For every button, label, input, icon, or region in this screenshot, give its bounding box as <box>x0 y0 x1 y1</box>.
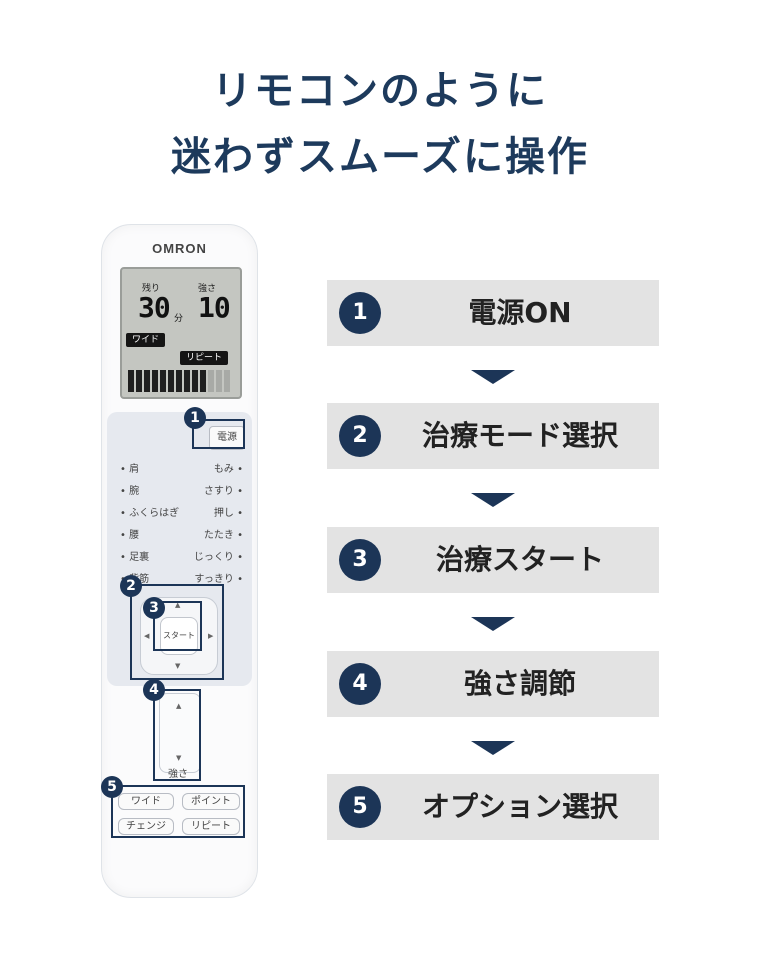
strength-button-label: 強さ <box>168 769 188 780</box>
strength-rocker[interactable]: ▲ ▼ <box>159 693 201 773</box>
strength-up-icon[interactable]: ▲ <box>176 702 182 710</box>
mode-left-2[interactable]: • 腕 <box>120 486 140 497</box>
wide-button[interactable]: ワイド <box>118 793 174 810</box>
step-5: 5 オプション選択 <box>327 774 659 840</box>
step-label: オプション選択 <box>421 790 618 823</box>
level-bar <box>144 370 150 392</box>
down-arrow-icon[interactable]: ▼ <box>175 662 181 670</box>
down-triangle-icon <box>471 617 515 631</box>
strength-down-icon[interactable]: ▼ <box>176 754 182 762</box>
level-bar <box>152 370 158 392</box>
strength-level-meter <box>128 370 234 392</box>
mode-right-label: じっくり <box>193 552 234 563</box>
strength-value: 10 <box>198 291 231 324</box>
mode-right-6[interactable]: すっきり • <box>194 574 243 585</box>
direction-pad[interactable]: ▲ ▼ ◀ ▶ スタート <box>140 597 218 675</box>
remaining-label: 残り <box>142 284 161 294</box>
step-label: 強さ調節 <box>463 667 576 700</box>
level-bar <box>160 370 166 392</box>
mode-right-4[interactable]: たたき • <box>203 530 243 541</box>
brand-logo: OMRON <box>152 241 207 256</box>
mode-right-5[interactable]: じっくり • <box>193 552 243 563</box>
level-bar <box>136 370 142 392</box>
callout-badge-2: 2 <box>120 575 142 597</box>
mode-right-label: すっきり <box>194 574 234 585</box>
step-number-badge: 4 <box>339 663 381 705</box>
mode-left-label: 肩 <box>129 464 140 475</box>
down-triangle-icon <box>471 493 515 507</box>
headline-line-1: リモコンのように <box>212 68 548 114</box>
mode-right-label: 押し <box>213 508 234 519</box>
step-number-badge: 5 <box>339 786 381 828</box>
start-button[interactable]: スタート <box>160 617 198 655</box>
remaining-unit: 分 <box>174 314 184 324</box>
level-bar <box>216 370 222 392</box>
callout-frame-dpad <box>130 584 224 680</box>
down-triangle-icon <box>471 370 515 384</box>
mode-left-3[interactable]: • ふくらはぎ <box>120 508 180 519</box>
callout-frame-start <box>153 601 202 651</box>
level-bar <box>184 370 190 392</box>
step-4: 4 強さ調節 <box>327 651 659 717</box>
callout-badge-4: 4 <box>143 679 165 701</box>
power-button[interactable]: 電源 <box>209 426 245 450</box>
callout-frame-power <box>192 419 245 449</box>
step-2: 2 治療モード選択 <box>327 403 659 469</box>
change-button[interactable]: チェンジ <box>118 818 174 835</box>
level-bar <box>168 370 174 392</box>
step-number-badge: 3 <box>339 539 381 581</box>
repeat-button[interactable]: リピート <box>182 818 240 835</box>
point-button[interactable]: ポイント <box>182 793 240 810</box>
mode-left-label: 足裏 <box>129 552 150 563</box>
level-bar <box>128 370 134 392</box>
level-bar <box>192 370 198 392</box>
level-bar <box>224 370 230 392</box>
step-label: 電源ON <box>468 296 572 329</box>
step-label: 治療モード選択 <box>421 419 618 452</box>
down-triangle-icon <box>471 741 515 755</box>
step-number-badge: 2 <box>339 415 381 457</box>
step-number-badge: 1 <box>339 292 381 334</box>
wide-tag: ワイド <box>126 333 166 347</box>
callout-badge-5: 5 <box>101 776 123 798</box>
right-arrow-icon[interactable]: ▶ <box>208 632 214 640</box>
up-arrow-icon[interactable]: ▲ <box>175 601 181 609</box>
callout-badge-1: 1 <box>184 407 206 429</box>
strength-label-lcd: 強さ <box>198 284 217 294</box>
mode-left-label: ふくらはぎ <box>129 508 180 519</box>
mode-right-2[interactable]: さすり • <box>203 486 243 497</box>
mode-right-3[interactable]: 押し • <box>213 508 243 519</box>
callout-frame-options <box>111 785 245 838</box>
level-bar <box>208 370 214 392</box>
mode-right-1[interactable]: もみ • <box>213 464 243 475</box>
step-3: 3 治療スタート <box>327 527 659 593</box>
left-arrow-icon[interactable]: ◀ <box>144 632 150 640</box>
mode-right-label: たたき <box>203 530 234 541</box>
mode-left-label: 腰 <box>129 530 140 541</box>
mode-left-5[interactable]: • 足裏 <box>120 552 150 563</box>
headline-line-2: 迷わずスムーズに操作 <box>171 134 589 180</box>
callout-frame-strength <box>153 689 201 781</box>
lcd-display: 残り 強さ 30 分 10 ワイド リピート <box>120 267 242 399</box>
mode-left-1[interactable]: • 肩 <box>120 464 140 475</box>
repeat-tag: リピート <box>180 351 229 365</box>
step-label: 治療スタート <box>435 543 604 576</box>
callout-badge-3: 3 <box>143 597 165 619</box>
level-bar <box>176 370 182 392</box>
level-bar <box>200 370 206 392</box>
mode-right-label: もみ <box>213 464 234 475</box>
step-1: 1 電源ON <box>327 280 659 346</box>
mode-left-label: 腕 <box>129 486 140 497</box>
remaining-value: 30 <box>138 291 171 324</box>
mode-left-4[interactable]: • 腰 <box>120 530 140 541</box>
mode-right-label: さすり <box>203 486 234 497</box>
